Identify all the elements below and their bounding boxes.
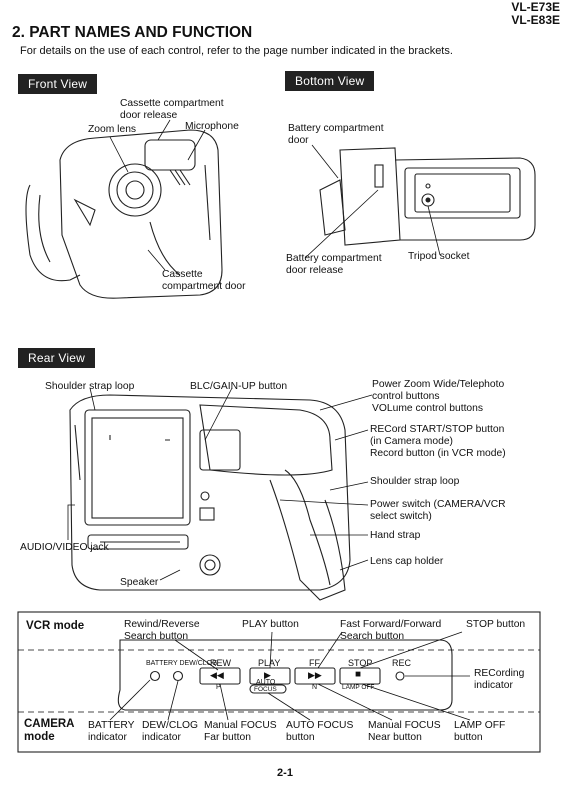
cassette-release-label: Cassette compartment door release xyxy=(120,98,224,121)
microphone-label: Microphone xyxy=(185,121,239,132)
lens-cap-label: Lens cap holder xyxy=(370,556,444,567)
record-label: RECord START/STOP button (in Camera mode… xyxy=(370,424,506,459)
stop-label: STOP button xyxy=(466,619,526,630)
panel-p-text: P xyxy=(216,684,221,691)
rew-button[interactable]: ◀◀ xyxy=(210,670,224,680)
power-switch-label: Power switch (CAMERA/VCR select switch) xyxy=(370,499,506,522)
front-view-tag: Front View xyxy=(18,74,98,94)
cassette-door-label: Cassette compartment door xyxy=(162,269,246,292)
play-label: PLAY button xyxy=(242,619,299,630)
af-label: AUTO FOCUS button xyxy=(286,720,354,743)
panel-stop-text: STOP xyxy=(348,658,373,668)
mf-near-label: Manual FOCUS Near button xyxy=(368,720,441,743)
panel-n-text: N xyxy=(312,684,318,691)
lamp-off-button[interactable]: LAMP OFF xyxy=(342,684,375,691)
rear-view-tag: Rear View xyxy=(18,348,95,368)
speaker-label: Speaker xyxy=(120,577,159,588)
hand-strap-label: Hand strap xyxy=(370,530,421,541)
battery-release-label: Battery compartment door release xyxy=(286,253,382,276)
camera-mode-label: CAMERA mode xyxy=(24,718,75,743)
model-1: VL-E73E xyxy=(511,0,560,14)
bottom-camcorder-drawing xyxy=(319,147,536,246)
panel-rew-text: REW xyxy=(210,658,231,668)
ff-label: Fast Forward/Forward Search button xyxy=(340,619,442,642)
rewind-label: Rewind/Reverse Search button xyxy=(124,619,200,642)
panel-ff-text: FF xyxy=(309,658,320,668)
af-button[interactable]: FOCUS xyxy=(254,686,277,693)
model-2: VL-E83E xyxy=(511,13,560,27)
ff-button[interactable]: ▶▶ xyxy=(308,670,322,680)
front-camcorder-drawing xyxy=(25,129,223,299)
battery-door-label: Battery compartment door xyxy=(288,123,384,146)
power-zoom-label: Power Zoom Wide/Telephoto control button… xyxy=(372,379,505,414)
model-number: VL-E73E VL-E83E xyxy=(511,1,560,27)
bottom-view-tag: Bottom View xyxy=(285,71,375,91)
intro-text: For details on the use of each control, … xyxy=(20,45,453,57)
rear-camcorder-drawing xyxy=(69,394,351,601)
blc-label: BLC/GAIN-UP button xyxy=(190,381,288,392)
panel-battery-dew-text: BATTERY DEW/CLOG xyxy=(146,660,218,667)
mf-far-label: Manual FOCUS Far button xyxy=(204,720,277,743)
tripod-socket-label: Tripod socket xyxy=(408,251,470,262)
panel-rec-text: REC xyxy=(392,658,412,668)
panel-auto-text: AUTO xyxy=(256,679,276,686)
panel-play-text: PLAY xyxy=(258,658,281,668)
dewclog-indicator-label: DEW/CLOG indicator xyxy=(142,720,199,743)
page-number: 2-1 xyxy=(277,767,293,779)
vcr-mode-label: VCR mode xyxy=(26,620,85,632)
av-jack-label: AUDIO/VIDEO jack xyxy=(20,542,109,553)
zoom-lens-label: Zoom lens xyxy=(88,124,137,135)
shoulder-loop-left-label: Shoulder strap loop xyxy=(45,381,135,392)
lamp-off-label: LAMP OFF button xyxy=(454,720,506,743)
battery-indicator-label: BATTERY indicator xyxy=(88,720,135,743)
recording-indicator-label: RECording indicator xyxy=(474,668,525,691)
stop-button[interactable]: ■ xyxy=(355,669,362,680)
shoulder-loop-right-label: Shoulder strap loop xyxy=(370,476,460,487)
play-button[interactable]: ▶ xyxy=(264,670,271,680)
section-title: 2. PART NAMES AND FUNCTION xyxy=(12,24,253,41)
